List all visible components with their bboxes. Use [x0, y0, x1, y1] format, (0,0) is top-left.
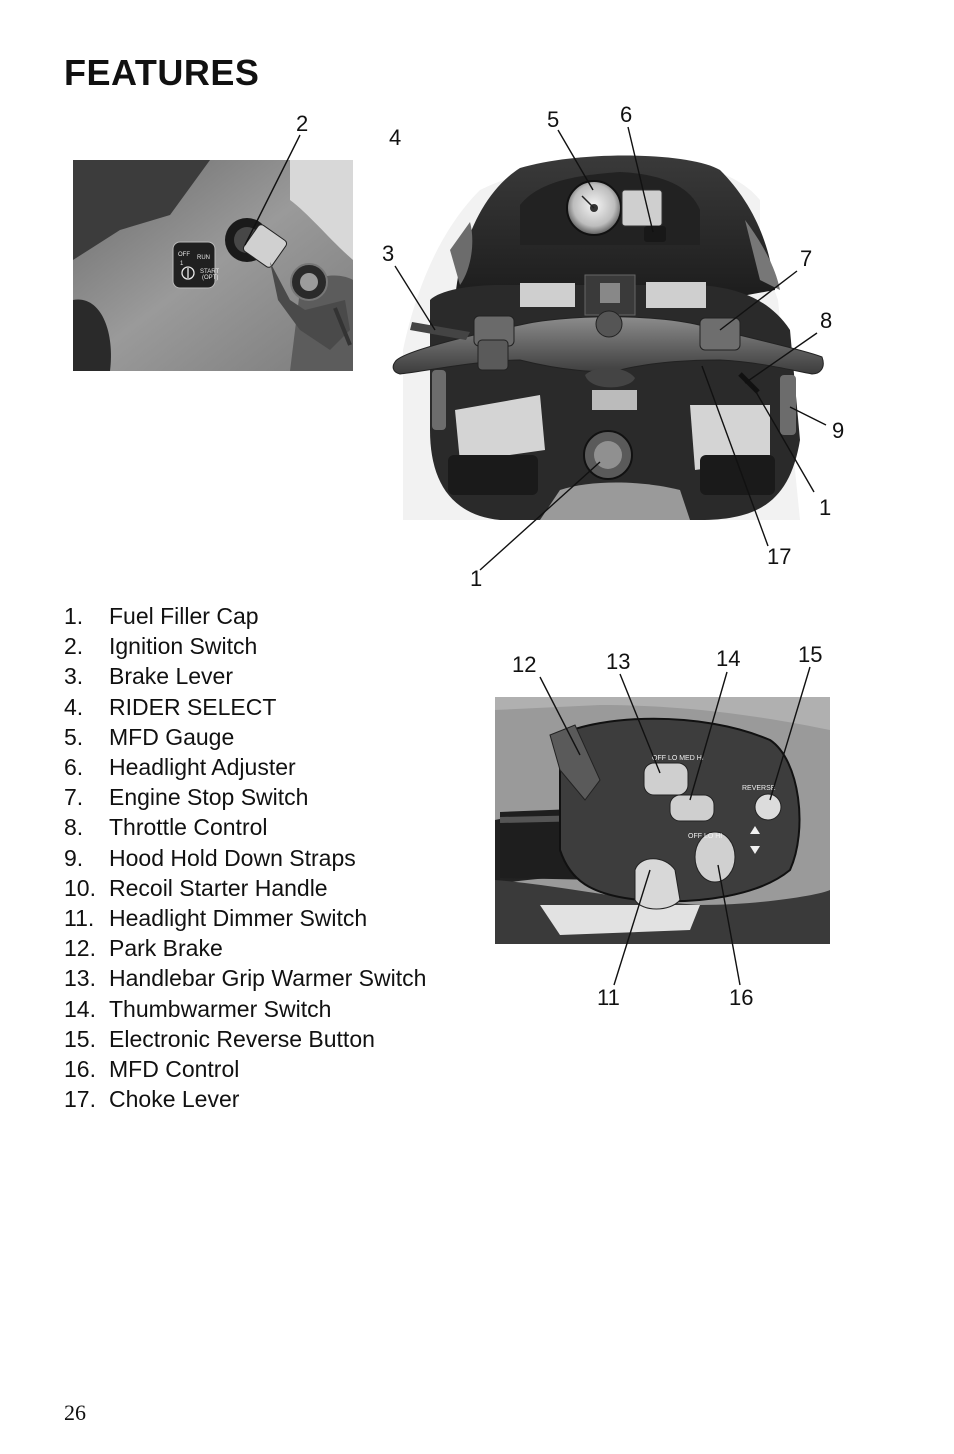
console-photo [392, 155, 824, 520]
list-item: 12. Park Brake [64, 933, 426, 963]
list-item: 4. RIDER SELECT [64, 692, 426, 722]
callout-5: 5 [547, 107, 559, 132]
ignition-label-run: RUN [197, 255, 210, 261]
callout-3: 3 [382, 241, 394, 266]
item-number: 9. [64, 844, 84, 871]
list-item: 2. Ignition Switch [64, 631, 426, 661]
list-item: 5. MFD Gauge [64, 722, 426, 752]
grip-warmer-label: OFF LO MED HI [652, 755, 704, 762]
handlebar-switch-labels: OFF LO MED HI REVERSE OFF LO HI [652, 755, 776, 840]
list-item: 15. Electronic Reverse Button [64, 1024, 426, 1054]
item-label: Choke Lever [109, 1086, 240, 1113]
ignition-photo: OFF 1 RUN START (OPT) [73, 160, 353, 371]
callout-numbers: 2 4 5 6 3 7 8 9 1 17 1 12 13 14 15 11 16 [296, 102, 844, 1010]
item-label: Recoil Starter Handle [109, 874, 328, 901]
item-label: Headlight Dimmer Switch [109, 905, 368, 932]
callout-12: 12 [512, 652, 536, 677]
item-number: 13. [64, 965, 96, 992]
item-label: Hood Hold Down Straps [109, 844, 356, 871]
list-item: 9. Hood Hold Down Straps [64, 843, 426, 873]
list-item: 13. Handlebar Grip Warmer Switch [64, 963, 426, 993]
list-item: 6. Headlight Adjuster [64, 752, 426, 782]
ignition-label-off: OFF [178, 252, 190, 258]
item-number: 16. [64, 1056, 96, 1083]
list-item: 11. Headlight Dimmer Switch [64, 903, 426, 933]
list-item: 8. Throttle Control [64, 812, 426, 842]
list-item: 3. Brake Lever [64, 661, 426, 691]
item-number: 14. [64, 995, 96, 1022]
callout-9: 9 [832, 418, 844, 443]
callout-6: 6 [620, 102, 632, 127]
item-number: 5. [64, 723, 84, 750]
callout-2: 2 [296, 111, 308, 136]
callout-14: 14 [716, 646, 740, 671]
callout-15: 15 [798, 642, 822, 667]
callout-17: 17 [767, 544, 791, 569]
item-label: Park Brake [109, 935, 223, 962]
item-number: 8. [64, 814, 84, 841]
item-number: 6. [64, 754, 84, 781]
callout-8: 8 [820, 308, 832, 333]
callout-1-bottom: 1 [470, 566, 482, 591]
callout-11: 11 [597, 985, 620, 1010]
ignition-label-1: 1 [180, 261, 184, 267]
list-item: 7. Engine Stop Switch [64, 782, 426, 812]
list-item: 17. Choke Lever [64, 1084, 426, 1114]
item-number: 3. [64, 663, 84, 690]
ignition-label-start: START [200, 269, 219, 275]
item-label: MFD Control [109, 1056, 240, 1083]
list-item: 10. Recoil Starter Handle [64, 873, 426, 903]
item-label: Throttle Control [109, 814, 268, 841]
ignition-panel-labels: OFF 1 RUN START (OPT) [178, 252, 219, 281]
callout-13: 13 [606, 649, 630, 674]
item-number: 2. [64, 633, 84, 660]
item-label: Thumbwarmer Switch [109, 995, 332, 1022]
item-number: 11. [64, 905, 95, 932]
reverse-label: REVERSE [742, 785, 776, 792]
list-item: 14. Thumbwarmer Switch [64, 994, 426, 1024]
item-number: 17. [64, 1086, 96, 1113]
thumbwarmer-label: OFF LO HI [688, 833, 722, 840]
item-label: Brake Lever [109, 663, 234, 690]
callout-7: 7 [800, 246, 812, 271]
item-label: Engine Stop Switch [109, 784, 309, 811]
item-number: 7. [64, 784, 84, 811]
features-list: 1. Fuel Filler Cap 2. Ignition Switch 3. Br… [64, 601, 426, 1114]
item-number: 4. [64, 693, 84, 720]
callout-4: 4 [389, 125, 401, 150]
callout-16: 16 [729, 985, 753, 1010]
item-label: RIDER SELECT [109, 693, 277, 720]
handlebar-photo: OFF LO MED HI REVERSE OFF LO HI [495, 697, 830, 944]
item-label: Handlebar Grip Warmer Switch [109, 965, 427, 992]
item-label: MFD Gauge [109, 723, 235, 750]
list-item: 16. MFD Control [64, 1054, 426, 1084]
item-label: Headlight Adjuster [109, 754, 296, 781]
page-number: 26 [64, 1400, 86, 1425]
item-number: 15. [64, 1025, 96, 1052]
item-label: Ignition Switch [109, 633, 258, 660]
item-label: Electronic Reverse Button [109, 1025, 375, 1052]
list-item: 1. Fuel Filler Cap [64, 601, 426, 631]
ignition-label-opt: (OPT) [202, 275, 218, 281]
item-label: Fuel Filler Cap [109, 603, 259, 629]
item-number: 1. [64, 603, 84, 629]
item-number: 12. [64, 935, 96, 962]
callout-1-right: 1 [819, 495, 831, 520]
item-number: 10. [64, 874, 96, 901]
leader-lines [244, 126, 827, 986]
page-title: FEATURES [64, 52, 260, 93]
